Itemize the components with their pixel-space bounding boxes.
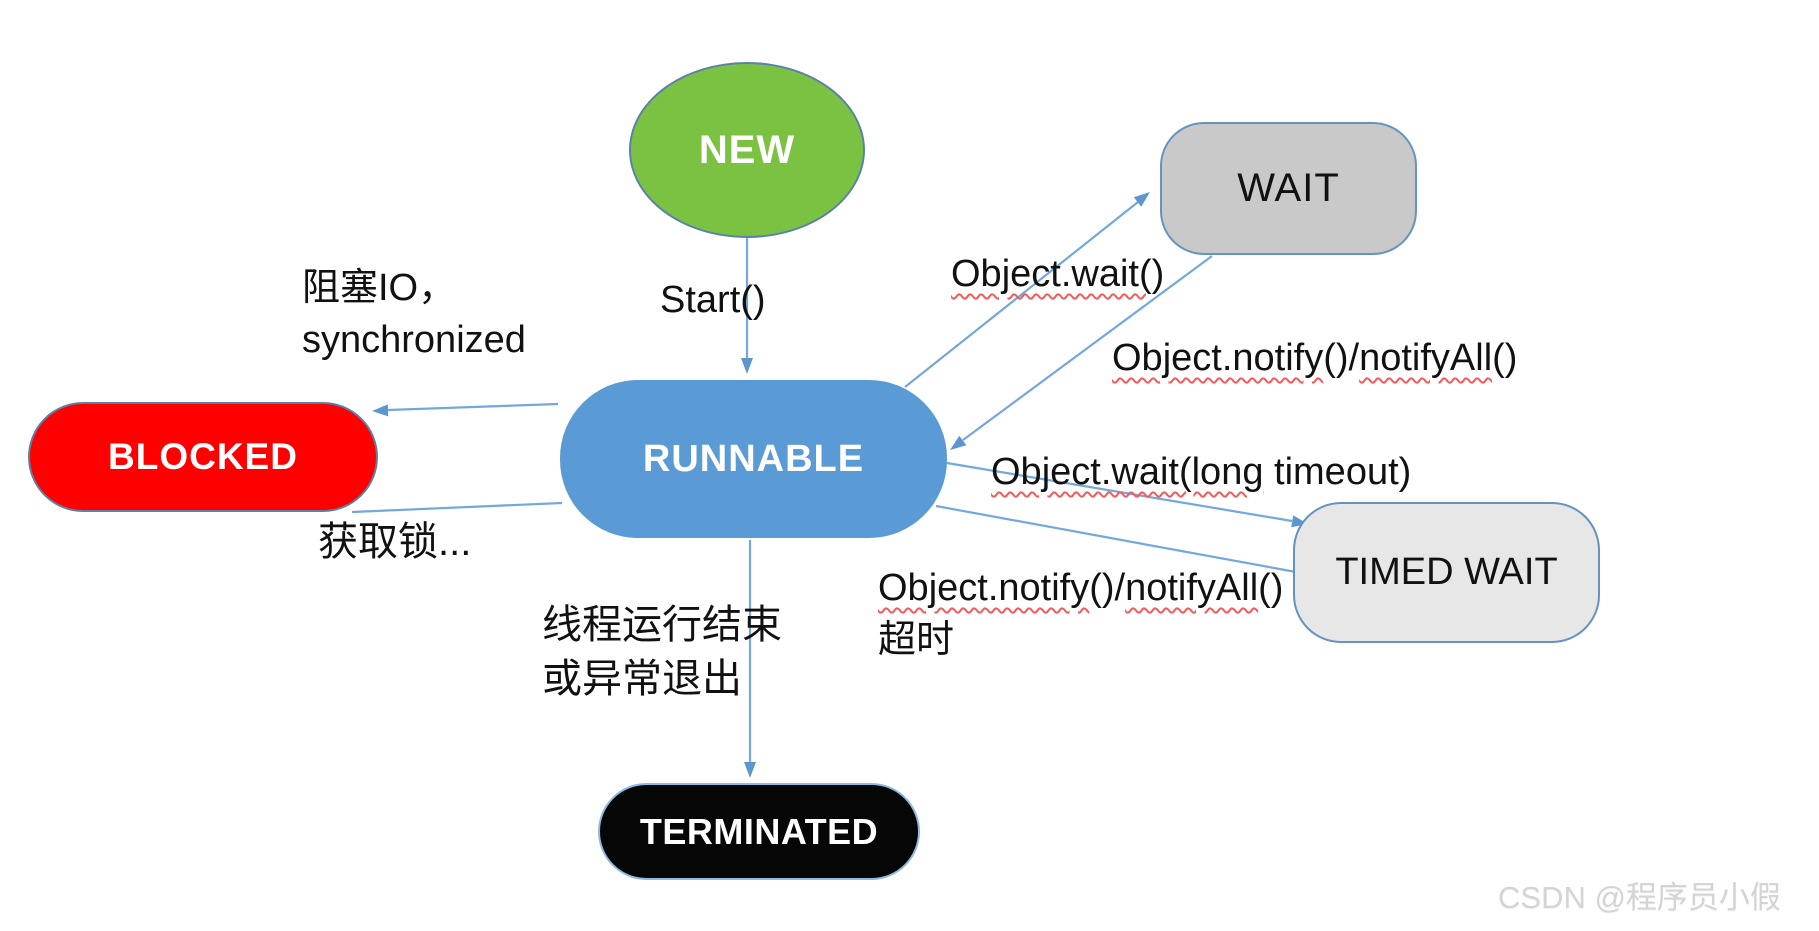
- arrowhead-runnable-to-terminated: [744, 762, 756, 778]
- label-object-notify-upper-part1: Object.notify: [1112, 337, 1324, 379]
- state-terminated-label: TERMINATED: [639, 810, 879, 852]
- label-block-reason-line2: synchronized: [302, 319, 526, 361]
- arrowhead-wait-to-runnable: [950, 435, 967, 450]
- csdn-watermark: CSDN @程序员小假: [1498, 880, 1781, 915]
- arrowhead-new-to-runnable: [741, 358, 753, 374]
- state-terminated: TERMINATED: [598, 783, 920, 880]
- state-wait: WAIT: [1160, 122, 1417, 255]
- label-terminate-reason-line2: 或异常退出: [542, 657, 742, 701]
- arrow-runnable-to-timedwait: [940, 460, 1293, 523]
- arrow-wait-to-runnable: [962, 255, 1213, 441]
- arrowhead-runnable-to-blocked: [372, 404, 389, 417]
- state-blocked-label: BLOCKED: [108, 436, 298, 477]
- label-object-notify-lower-part3: notifyAll: [1125, 567, 1259, 609]
- label-object-wait-long-part1: Object.wait(long: [991, 451, 1264, 493]
- state-runnable-label: RUNNABLE: [642, 437, 865, 480]
- label-object-wait-part1: Object.wait(: [951, 253, 1152, 295]
- label-block-reason: 阻塞IO， synchronized: [302, 262, 526, 366]
- state-blocked: BLOCKED: [28, 402, 378, 512]
- label-object-notify-lower-part4: (): [1258, 567, 1284, 609]
- state-new-label: NEW: [698, 127, 796, 172]
- label-acquire-lock: 获取锁...: [318, 520, 472, 564]
- label-block-reason-line1: 阻塞IO，: [302, 267, 457, 309]
- label-object-wait-long-part2: timeout): [1263, 451, 1412, 493]
- arrow-runnable-to-blocked: [387, 402, 559, 412]
- state-timed-wait-label: TIMED WAIT: [1335, 551, 1558, 593]
- arrowhead-runnable-to-wait: [1133, 192, 1150, 207]
- arrow-runnable-to-wait: [904, 201, 1139, 388]
- arrow-blocked-to-runnable: [351, 501, 563, 514]
- state-wait-label: WAIT: [1237, 166, 1340, 210]
- label-object-notify-upper-part2: ()/: [1323, 337, 1360, 379]
- state-new: NEW: [629, 62, 865, 238]
- label-object-wait-long-timeout: Object.wait(long timeout): [991, 446, 1411, 498]
- label-object-notify-upper: Object.notify()/notifyAll(): [1112, 332, 1517, 384]
- label-object-notify-lower-part2: ()/: [1089, 567, 1126, 609]
- state-runnable: RUNNABLE: [560, 380, 947, 538]
- label-object-wait: Object.wait(): [951, 248, 1164, 300]
- state-timed-wait: TIMED WAIT: [1293, 502, 1600, 643]
- label-object-notify-upper-part3: notifyAll: [1359, 337, 1493, 379]
- label-object-notify-upper-part4: (): [1492, 337, 1518, 379]
- label-terminate-reason-line1: 线程运行结束: [542, 603, 782, 647]
- label-object-notify-lower: Object.notify()/notifyAll() 超时: [878, 562, 1283, 666]
- label-start-call: Start(): [660, 279, 766, 321]
- label-terminate-reason: 线程运行结束 或异常退出: [542, 598, 782, 706]
- label-object-wait-part2: ): [1151, 253, 1165, 295]
- label-object-notify-lower-line1: Object.notify()/notifyAll(): [878, 562, 1283, 614]
- arrow-timedwait-to-runnable: [935, 504, 1297, 574]
- label-timeout-line2: 超时: [878, 619, 955, 661]
- label-object-notify-lower-part1: Object.notify: [878, 567, 1090, 609]
